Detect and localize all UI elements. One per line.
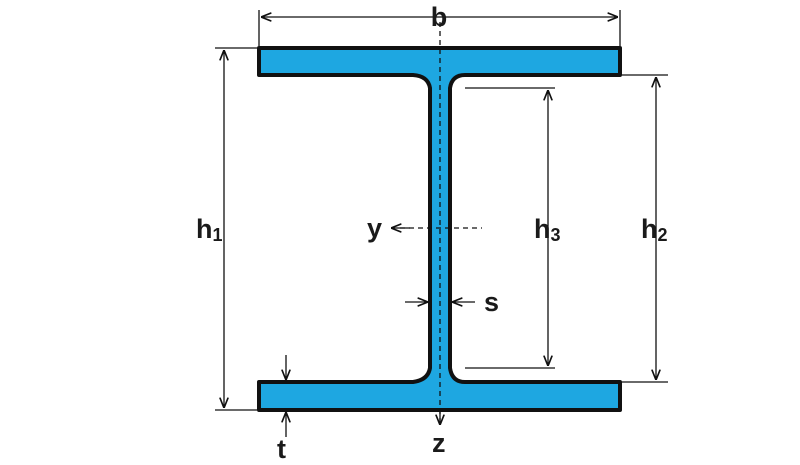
label-t: t <box>277 434 286 464</box>
label-b: b <box>431 2 448 32</box>
label-h1-sub: 1 <box>213 225 223 245</box>
label-y: y <box>367 213 382 243</box>
label-h1: h1 <box>196 214 223 245</box>
label-z: z <box>432 428 446 458</box>
label-h2: h2 <box>641 214 668 245</box>
label-h2-main: h <box>641 214 658 244</box>
label-h3-main: h <box>534 214 551 244</box>
label-h3-sub: 3 <box>551 225 561 245</box>
label-h2-sub: 2 <box>658 225 668 245</box>
label-h1-main: h <box>196 214 213 244</box>
label-s: s <box>484 287 499 317</box>
label-h3: h3 <box>534 214 561 245</box>
